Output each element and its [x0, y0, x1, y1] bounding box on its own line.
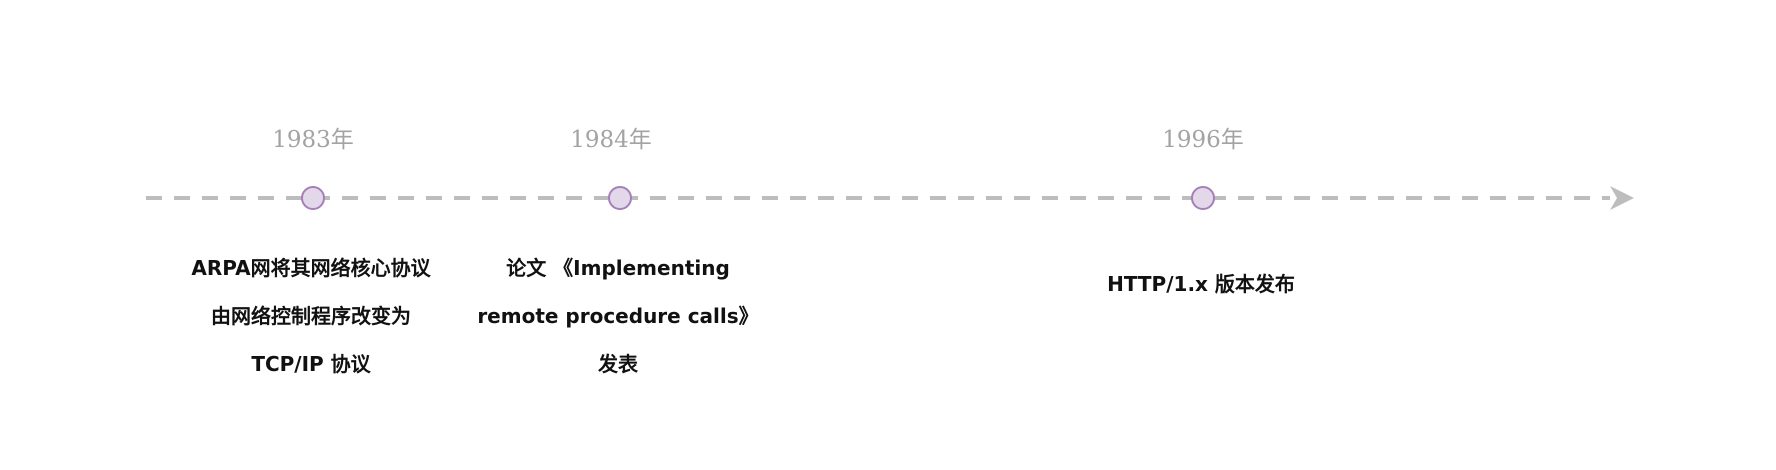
- event-line: ARPA网将其网络核心协议: [191, 256, 431, 280]
- event-line: 发表: [598, 352, 638, 376]
- year-label-1996: 1996年: [1162, 127, 1244, 153]
- timeline-node-1996: [1191, 186, 1215, 210]
- event-line: 由网络控制程序改变为: [211, 304, 411, 328]
- event-line: HTTP/1.x 版本发布: [1107, 272, 1295, 296]
- timeline-node-1984: [608, 186, 632, 210]
- timeline-arrowhead: [1610, 186, 1634, 210]
- year-label-1983: 1983年: [272, 127, 354, 153]
- timeline-node-1983: [301, 186, 325, 210]
- event-description-1984: 论文 《Implementing remote procedure calls》…: [458, 244, 778, 388]
- event-description-1996: HTTP/1.x 版本发布: [1041, 260, 1361, 308]
- event-line: 论文 《Implementing: [506, 256, 730, 280]
- event-description-1983: ARPA网将其网络核心协议 由网络控制程序改变为 TCP/IP 协议: [151, 244, 471, 388]
- year-label-1984: 1984年: [570, 127, 652, 153]
- event-line: TCP/IP 协议: [251, 352, 371, 376]
- event-line: remote procedure calls》: [477, 304, 759, 328]
